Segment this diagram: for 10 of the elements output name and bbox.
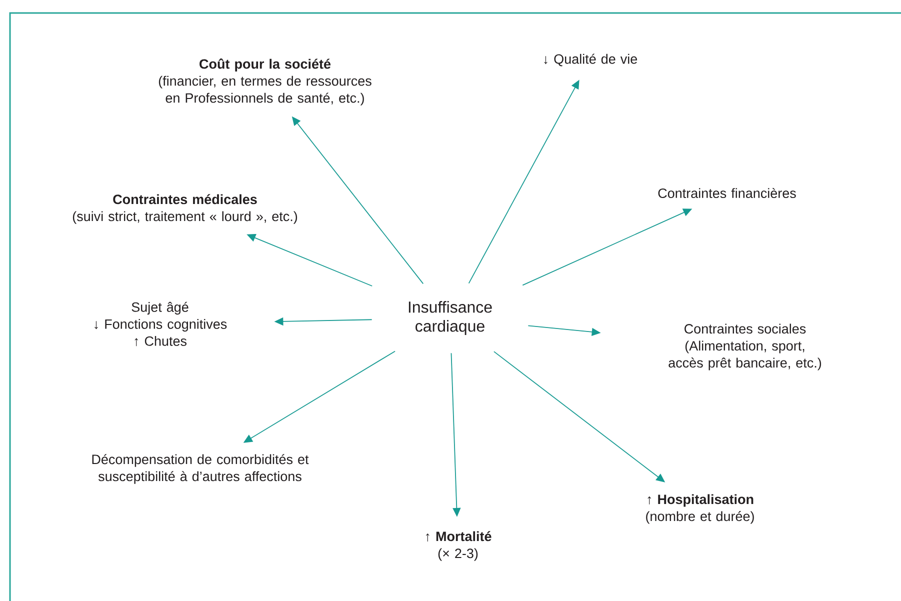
consequence-text: Coût pour la société (financier, en termes de ressources en Professionnels de santé, etc.) [158, 58, 372, 106]
consequence-text: Décompensation de comorbidités et susceptibilité à d’autres affections [92, 454, 309, 484]
consequence-text: ↑ Hospitalisation (nombre et durée) [646, 494, 754, 524]
consequence-text: Contraintes financières [658, 188, 796, 198]
consequence-text: Contraintes sociales (Alimentation, sport, accès prêt bancaire, etc.) [668, 324, 822, 370]
consequence-text: ↓ Qualité de vie [544, 54, 638, 66]
center-text: Insuffisance cardiaque [408, 301, 492, 335]
consequence-text: Contraintes médicales (suivi strict, traitement « lourd », etc.) [72, 194, 298, 224]
consequence-text: ↑ Mortalité (× 2-3) [426, 531, 492, 561]
consequence-text: Sujet âgé ↓ Fonctions cognitives ↑ Chutes [94, 302, 227, 346]
